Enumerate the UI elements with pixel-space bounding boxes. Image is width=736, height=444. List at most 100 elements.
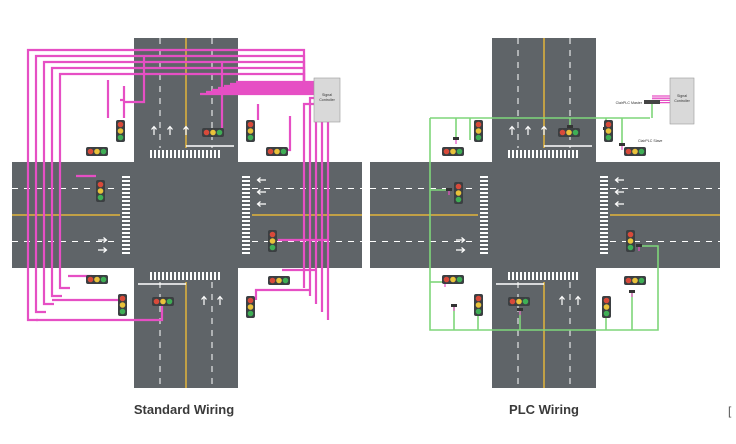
plc-slave-module xyxy=(451,304,457,307)
crosswalk-stripe xyxy=(572,150,574,158)
green-lamp xyxy=(638,277,645,284)
green-lamp xyxy=(166,298,173,305)
crosswalk-stripe xyxy=(600,236,608,238)
crosswalk-stripe xyxy=(122,208,130,210)
crosswalk-stripe xyxy=(480,212,488,214)
crosswalk-stripe xyxy=(122,180,130,182)
crosswalk-stripe xyxy=(242,252,250,254)
red-lamp xyxy=(97,181,104,188)
crosswalk-stripe xyxy=(512,272,514,280)
crosswalk-stripe xyxy=(600,228,608,230)
crosswalk-stripe xyxy=(122,188,130,190)
traffic-signal xyxy=(118,294,127,316)
traffic-signal xyxy=(246,296,255,318)
crosswalk-stripe xyxy=(548,150,550,158)
crosswalk-stripe xyxy=(166,272,168,280)
crosswalk-stripe xyxy=(190,272,192,280)
green-lamp xyxy=(605,134,612,141)
crosswalk-stripe xyxy=(190,150,192,158)
red-lamp xyxy=(153,298,160,305)
plc-slave-module xyxy=(629,290,635,293)
plc-slave-module xyxy=(453,137,459,140)
yellow-lamp xyxy=(475,128,482,134)
crosswalk-stripe xyxy=(122,200,130,202)
red-lamp xyxy=(87,276,94,283)
red-lamp xyxy=(455,183,462,190)
crosswalk-stripe xyxy=(242,232,250,234)
traffic-signal xyxy=(96,180,105,202)
crosswalk-stripe xyxy=(480,216,488,218)
traffic-signal xyxy=(604,120,613,142)
crosswalk-stripe xyxy=(174,150,176,158)
crosswalk-stripe xyxy=(178,272,180,280)
lane-arrow xyxy=(456,237,466,243)
crosswalk-stripe xyxy=(122,204,130,206)
crosswalk-stripe xyxy=(536,272,538,280)
crosswalk-stripe xyxy=(520,150,522,158)
crosswalk-stripe xyxy=(170,150,172,158)
crosswalk-stripe xyxy=(480,224,488,226)
control-wire xyxy=(120,86,126,102)
traffic-signal xyxy=(202,128,224,137)
crosswalk-stripe xyxy=(122,216,130,218)
green-lamp xyxy=(280,148,287,155)
crosswalk-stripe xyxy=(600,244,608,246)
crosswalk-stripe xyxy=(122,192,130,194)
red-lamp xyxy=(87,148,94,155)
crosswalk-stripe xyxy=(210,272,212,280)
crosswalk-stripe xyxy=(122,248,130,250)
traffic-signal xyxy=(86,147,108,156)
crosswalk-stripe xyxy=(242,204,250,206)
lane-arrow xyxy=(256,201,266,207)
crosswalk-stripe xyxy=(600,180,608,182)
crosswalk-stripe xyxy=(600,184,608,186)
crosswalk-stripe xyxy=(122,236,130,238)
control-wire xyxy=(302,102,314,288)
crosswalk-stripe xyxy=(576,150,578,158)
controller-label: Signal xyxy=(322,93,332,97)
lane-arrow xyxy=(201,295,207,305)
green-lamp xyxy=(522,298,529,305)
crosswalk-stripe xyxy=(480,236,488,238)
crosswalk-stripe xyxy=(122,252,130,254)
green-lamp xyxy=(100,276,107,283)
crosswalk-stripe xyxy=(548,272,550,280)
crosswalk-stripe xyxy=(600,240,608,242)
lane-arrow xyxy=(614,189,624,195)
red-lamp xyxy=(269,231,276,238)
crosswalk-stripe xyxy=(480,196,488,198)
yellow-lamp xyxy=(566,129,572,136)
green-lamp xyxy=(216,129,223,136)
lane-arrow xyxy=(151,125,157,135)
curb-corner xyxy=(120,148,134,162)
crosswalk-stripe xyxy=(242,196,250,198)
crosswalk-stripe xyxy=(122,240,130,242)
crosswalk-stripe xyxy=(174,272,176,280)
crosswalk-stripe xyxy=(480,232,488,234)
crosswalk-stripe xyxy=(194,150,196,158)
crosswalk-stripe xyxy=(600,176,608,178)
yellow-lamp xyxy=(455,190,462,196)
crosswalk-stripe xyxy=(600,196,608,198)
crosswalk-stripe xyxy=(162,150,164,158)
crosswalk-stripe xyxy=(122,196,130,198)
crosswalk-stripe xyxy=(568,272,570,280)
crosswalk-stripe xyxy=(154,272,156,280)
crosswalk xyxy=(242,176,250,254)
yellow-lamp xyxy=(247,128,254,134)
traffic-signal xyxy=(454,182,463,204)
red-lamp xyxy=(475,121,482,128)
crosswalk-stripe xyxy=(544,150,546,158)
lane-arrow xyxy=(256,177,266,183)
crosswalk xyxy=(150,272,220,280)
crosswalk-stripe xyxy=(206,150,208,158)
green-lamp xyxy=(456,276,463,283)
red-lamp xyxy=(247,121,254,128)
crosswalk-stripe xyxy=(206,272,208,280)
curb-corner xyxy=(120,268,134,282)
crosswalk-stripe xyxy=(600,220,608,222)
plc-slave-label: ClairPLC Slave xyxy=(638,139,662,143)
curb-corner xyxy=(238,148,252,162)
traffic-signal xyxy=(86,275,108,284)
crosswalk-stripe xyxy=(600,200,608,202)
